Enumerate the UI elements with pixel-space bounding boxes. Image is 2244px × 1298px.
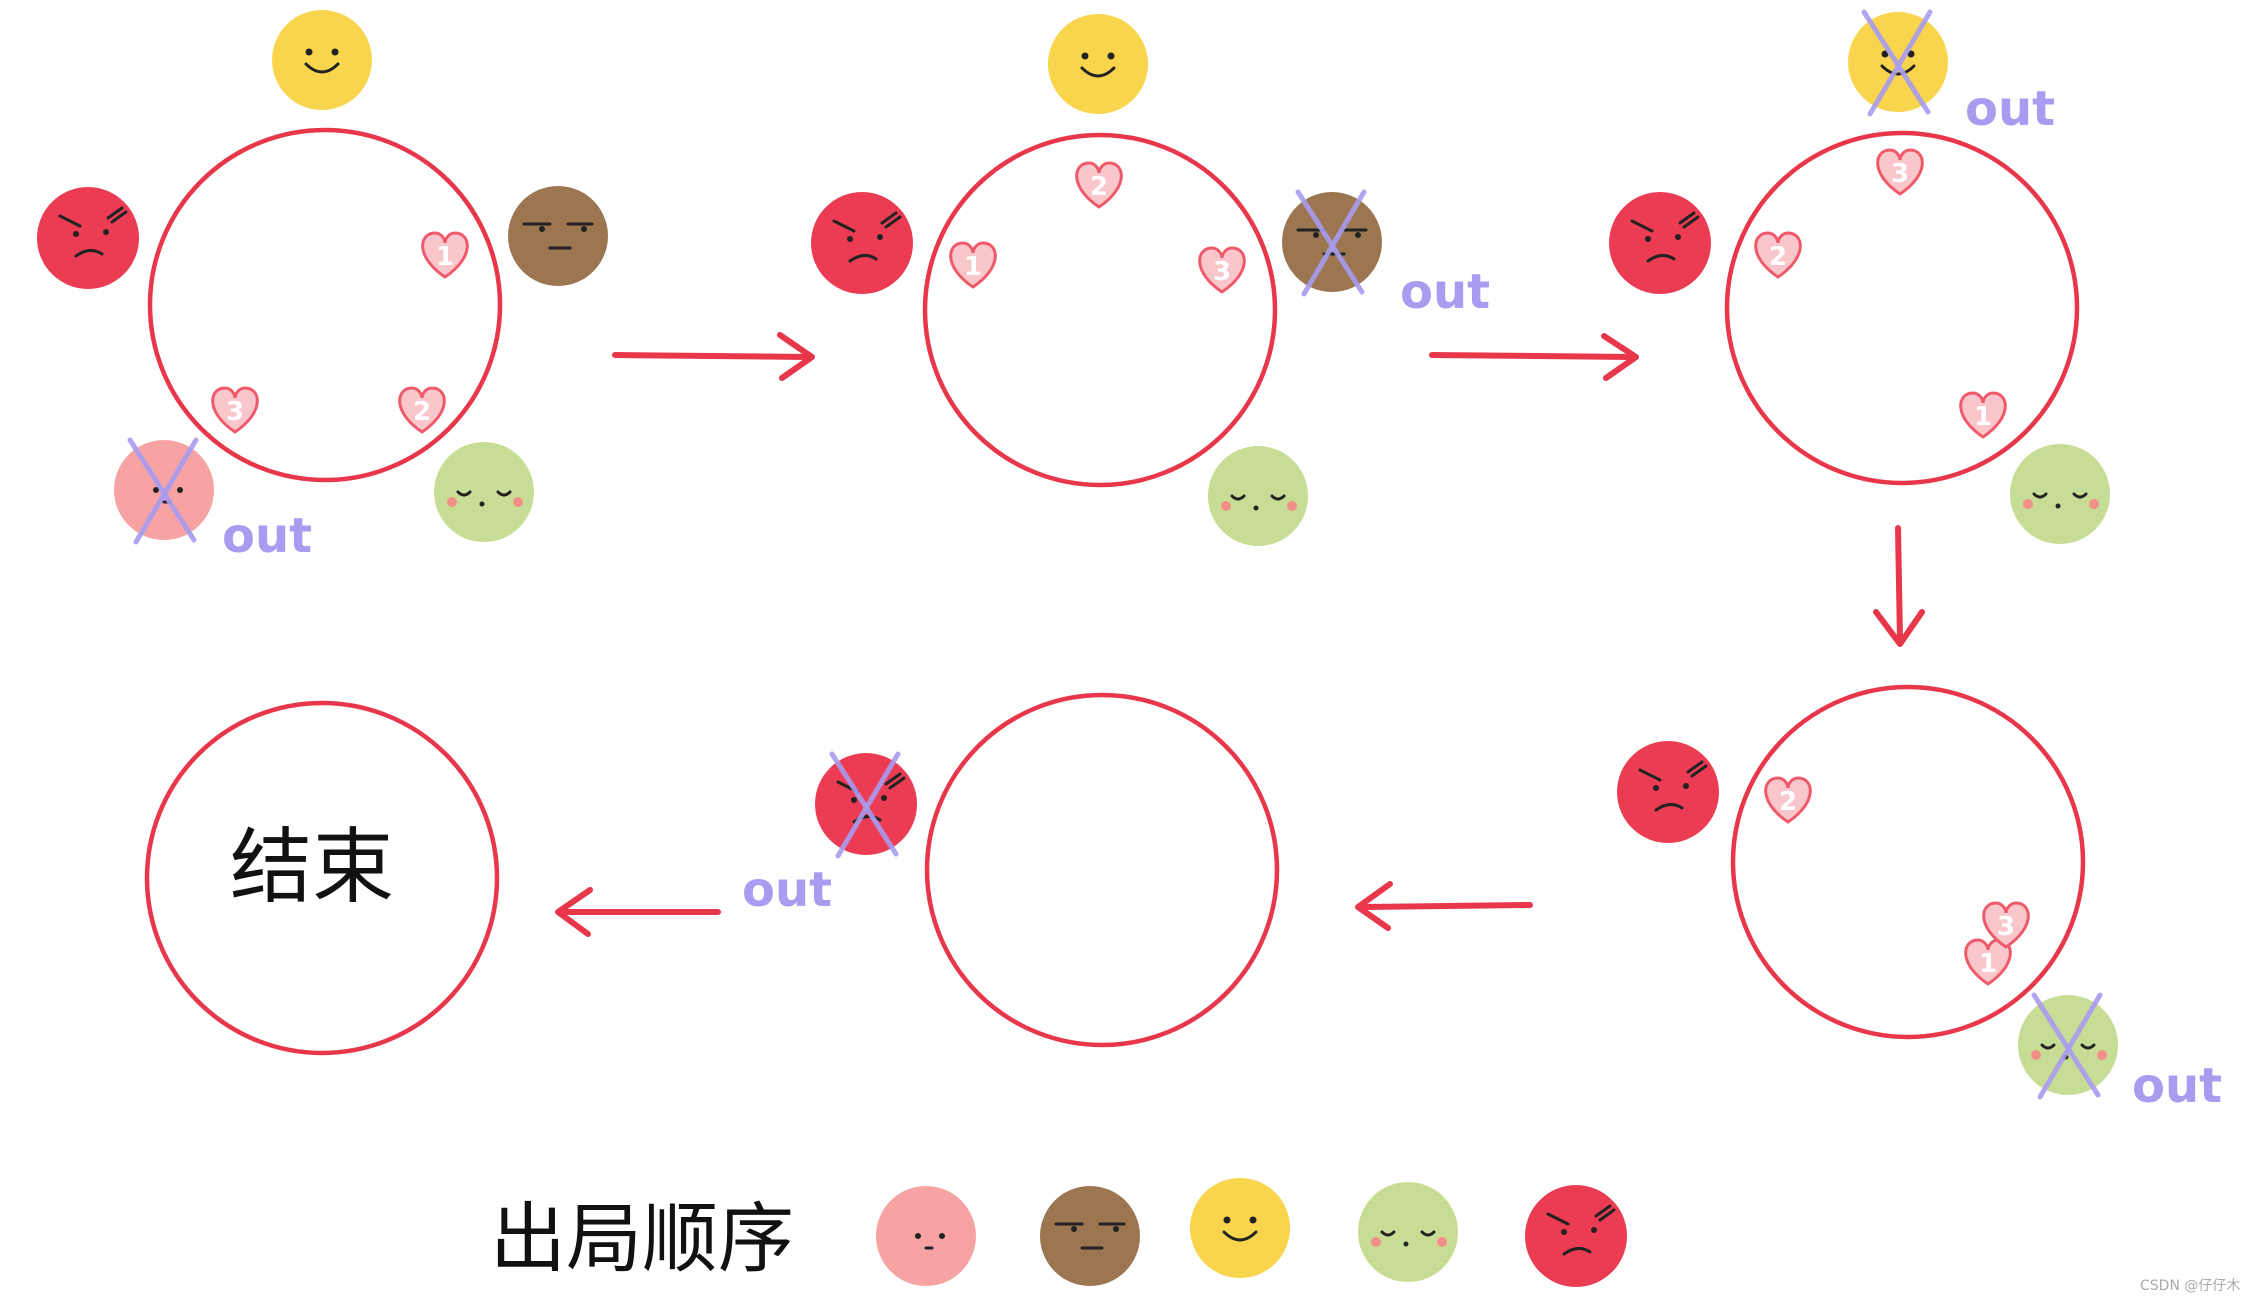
order-face-brown	[1038, 1184, 1142, 1288]
face-red	[1615, 739, 1721, 845]
svg-text:2: 2	[1090, 172, 1108, 202]
out-label: out	[1400, 264, 1490, 320]
heart-2: 2	[1754, 231, 1802, 279]
face-red	[1607, 190, 1713, 296]
heart-1: 1	[421, 231, 469, 279]
heart-3: 3	[211, 386, 259, 434]
heart-2: 2	[1075, 161, 1123, 209]
panel-4: 1 2 3 out	[1615, 684, 2222, 1114]
arrow-left-1	[1355, 881, 1533, 931]
face-brown	[506, 184, 610, 288]
svg-text:2: 2	[1769, 242, 1787, 272]
face-yellow	[1046, 12, 1150, 116]
panel-1: 1 2 3 out	[35, 8, 610, 564]
end-label: 结束	[230, 820, 394, 915]
svg-text:3: 3	[226, 397, 244, 427]
ring-end	[144, 700, 500, 1056]
ring-4	[1730, 684, 2086, 1040]
svg-text:3: 3	[1997, 912, 2015, 942]
svg-text:3: 3	[1213, 257, 1231, 287]
arrow-right-2	[1429, 333, 1639, 381]
svg-text:1: 1	[964, 252, 982, 282]
arrow-left-2	[555, 887, 721, 937]
svg-text:3: 3	[1891, 159, 1909, 189]
ring-1	[147, 127, 503, 483]
heart-1: 1	[1964, 938, 2012, 986]
out-label: out	[742, 862, 832, 918]
heart-3: 3	[1982, 901, 2030, 949]
svg-text:1: 1	[1974, 402, 1992, 432]
face-red	[35, 185, 141, 291]
order-label: 出局顺序	[490, 1194, 794, 1283]
heart-1: 1	[1959, 391, 2007, 439]
watermark: CSDN @仔仔木	[2140, 1278, 2240, 1294]
heart-2: 2	[1764, 776, 1812, 824]
face-green	[432, 440, 536, 544]
heart-3: 3	[1876, 148, 1924, 196]
panel-end: 结束	[144, 700, 500, 1056]
svg-text:2: 2	[413, 397, 431, 427]
out-label: out	[1965, 81, 2055, 137]
svg-text:2: 2	[1779, 787, 1797, 817]
arrow-down	[1873, 525, 1925, 647]
svg-text:1: 1	[436, 242, 454, 272]
svg-text:1: 1	[1979, 949, 1997, 979]
panel-2: 1 2 3 out	[809, 12, 1490, 548]
panel-5: out	[742, 692, 1280, 1048]
heart-2: 2	[398, 386, 446, 434]
order-face-yellow	[1188, 1176, 1292, 1280]
order-face-red	[1523, 1183, 1629, 1289]
heart-3: 3	[1198, 246, 1246, 294]
order-face-pink	[874, 1184, 978, 1288]
face-yellow	[270, 8, 374, 112]
heart-1: 1	[949, 241, 997, 289]
elimination-order: 出局顺序	[490, 1176, 1629, 1289]
ring-5	[924, 692, 1280, 1048]
face-green	[1206, 444, 1310, 548]
face-green	[2008, 442, 2112, 546]
out-label: out	[2132, 1058, 2222, 1114]
order-face-green	[1356, 1180, 1460, 1284]
face-red	[809, 190, 915, 296]
panel-3: 1 2 3 out	[1607, 12, 2112, 546]
out-label: out	[222, 508, 312, 564]
arrow-right-1	[612, 332, 815, 381]
ring-2	[922, 132, 1278, 488]
ring-3	[1724, 130, 2080, 486]
